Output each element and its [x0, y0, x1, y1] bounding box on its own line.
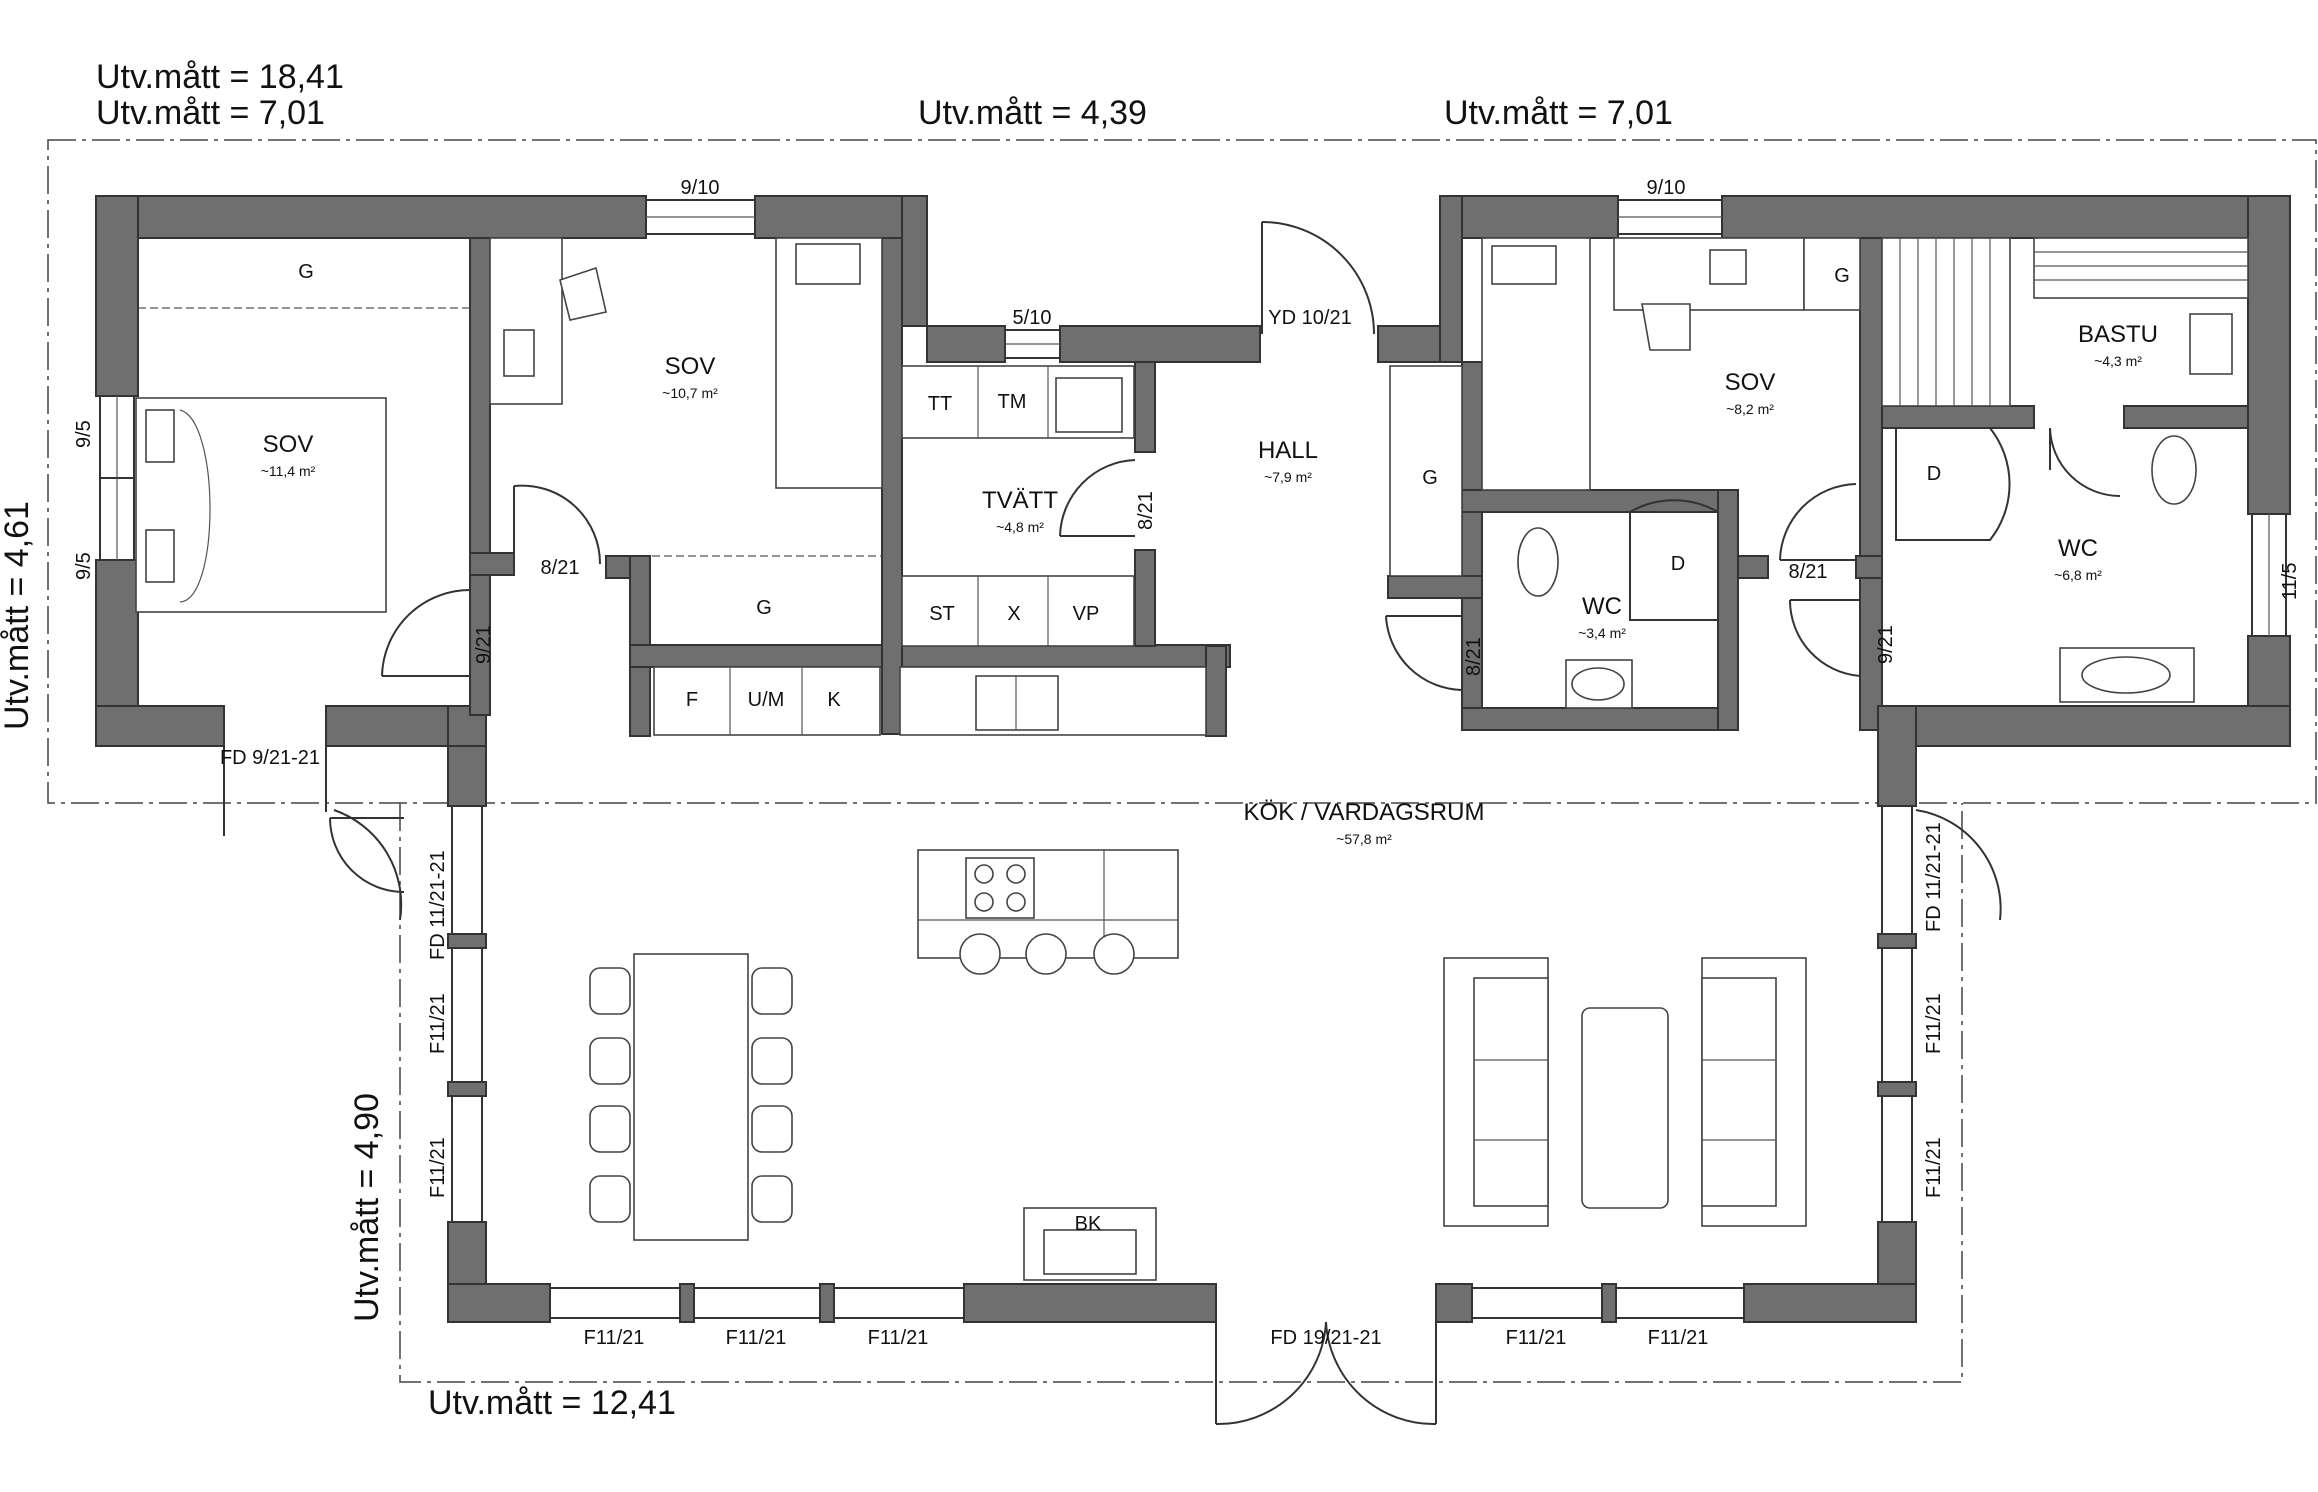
label-f-bottom-1: F11/21 [584, 1327, 645, 1349]
label-win-95-b: 9/5 [73, 552, 95, 580]
label-door-821-wc1: 8/21 [1463, 637, 1485, 676]
room-area-wc1: ~3,4 m² [1578, 625, 1626, 641]
label-um: U/M [748, 689, 785, 711]
dim-middle: Utv.mått = 4,39 [918, 94, 1147, 132]
dim-lower-width: Utv.mått = 12,41 [428, 1384, 676, 1422]
room-name-bastu: BASTU [2078, 321, 2158, 348]
room-area-hall: ~7,9 m² [1264, 469, 1312, 485]
dimension-frames [47, 139, 2317, 1383]
furniture [135, 237, 2249, 1281]
fixture-labels: G G G G D D TT TM ST X VP F U/M K BK [298, 261, 1941, 1235]
label-k: K [827, 689, 841, 711]
label-bk: BK [1075, 1213, 1102, 1235]
label-door-821-tvatt: 8/21 [1135, 491, 1157, 530]
room-labels: SOV ~11,4 m² SOV ~10,7 m² TVÄTT ~4,8 m² … [261, 321, 2158, 847]
label-door-921-wc2: 9/21 [1875, 625, 1897, 664]
label-f-right-1: F11/21 [1923, 993, 1945, 1054]
room-area-sov3: ~8,2 m² [1726, 401, 1774, 417]
dim-left-depth: Utv.mått = 4,61 [0, 501, 36, 730]
label-fd-left-side: FD 11/21-21 [427, 850, 449, 960]
room-name-hall: HALL [1258, 437, 1318, 464]
label-f-bottom-5: F11/21 [1648, 1327, 1709, 1349]
label-fd-main: FD 19/21-21 [1270, 1327, 1381, 1349]
label-tm: TM [998, 391, 1027, 413]
label-d-wc1: D [1671, 553, 1685, 575]
label-g-sov1: G [298, 261, 314, 283]
room-name-wc1: WC [1582, 593, 1622, 620]
dim-left-wing: Utv.mått = 7,01 [96, 94, 325, 132]
label-win-910-right: 9/10 [1647, 177, 1686, 199]
room-name-sov2: SOV [665, 353, 716, 380]
label-x: X [1007, 603, 1020, 625]
room-name-tvatt: TVÄTT [982, 487, 1058, 514]
label-f-left-2: F11/21 [427, 1137, 449, 1198]
room-area-sov2: ~10,7 m² [662, 385, 718, 401]
label-f-bottom-3: F11/21 [868, 1327, 929, 1349]
room-area-bastu: ~4,3 m² [2094, 353, 2142, 369]
dimension-labels: Utv.mått = 18,41 Utv.mått = 7,01 Utv.måt… [0, 58, 1673, 1422]
dim-total-width: Utv.mått = 18,41 [96, 58, 344, 96]
opening-labels: 9/10 9/10 5/10 YD 10/21 9/5 9/5 8/21 9/2… [73, 177, 2301, 1349]
dim-lower-depth: Utv.mått = 4,90 [348, 1093, 386, 1322]
label-f-bottom-4: F11/21 [1506, 1327, 1567, 1349]
label-f-right-2: F11/21 [1923, 1137, 1945, 1198]
windows [99, 199, 2287, 1319]
dim-right-wing: Utv.mått = 7,01 [1444, 94, 1673, 132]
label-yd: YD 10/21 [1268, 307, 1351, 329]
label-st: ST [929, 603, 955, 625]
label-win-95-a: 9/5 [73, 420, 95, 448]
label-d-wc2: D [1927, 463, 1941, 485]
label-win-115: 11/5 [2279, 563, 2301, 600]
label-win-510: 5/10 [1013, 307, 1052, 329]
label-door-821-sov2: 8/21 [541, 557, 580, 579]
room-area-tvatt: ~4,8 m² [996, 519, 1044, 535]
room-area-kok: ~57,8 m² [1336, 831, 1392, 847]
label-g-sov2: G [756, 597, 772, 619]
label-win-910-left: 9/10 [681, 177, 720, 199]
label-f-left-1: F11/21 [427, 993, 449, 1054]
room-name-kok: KÖK / VARDAGSRUM [1244, 799, 1485, 826]
label-door-821-sov3: 8/21 [1789, 561, 1828, 583]
label-tt: TT [928, 393, 952, 415]
room-name-sov1: SOV [263, 431, 314, 458]
room-name-wc2: WC [2058, 535, 2098, 562]
label-g-hall: G [1422, 467, 1438, 489]
label-door-921-sov1: 9/21 [473, 625, 495, 664]
room-area-sov1: ~11,4 m² [261, 463, 316, 479]
walls [95, 195, 2291, 1323]
label-f-bottom-2: F11/21 [726, 1327, 787, 1349]
label-fd-921: FD 9/21-21 [220, 747, 320, 769]
room-name-sov3: SOV [1725, 369, 1776, 396]
label-f: F [686, 689, 698, 711]
room-area-wc2: ~6,8 m² [2054, 567, 2102, 583]
label-g-sov3: G [1834, 265, 1850, 287]
label-fd-right-side: FD 11/21-21 [1923, 822, 1945, 932]
label-vp: VP [1073, 603, 1100, 625]
doors [223, 221, 2121, 1426]
